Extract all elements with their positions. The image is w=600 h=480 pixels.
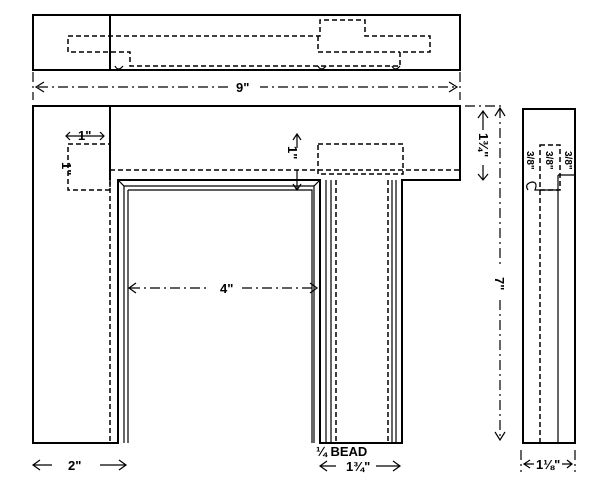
side-view <box>522 108 576 444</box>
dim-opening-drop: 1" <box>285 146 300 159</box>
dim-leg-width: 2" <box>68 458 81 473</box>
label-bead: ¼ BEAD <box>316 444 367 459</box>
dim-side-thickness: 1⅛" <box>536 457 560 472</box>
dim-rail-joint: 1" <box>59 162 74 175</box>
plan-view <box>32 14 461 71</box>
dim-overall-width: 9" <box>236 80 249 95</box>
dim-right-leg-width: 1¾" <box>346 459 370 474</box>
dim-side-part-1: 3/8" <box>524 151 535 170</box>
dim-side-part-3: 3/8" <box>562 151 573 170</box>
front-view <box>32 105 461 444</box>
dim-opening-width: 4" <box>220 281 233 296</box>
dim-top-height: 1¾" <box>476 133 491 157</box>
dim-overall-height: 7" <box>492 277 507 290</box>
dim-side-part-2: 3/8" <box>543 151 554 170</box>
